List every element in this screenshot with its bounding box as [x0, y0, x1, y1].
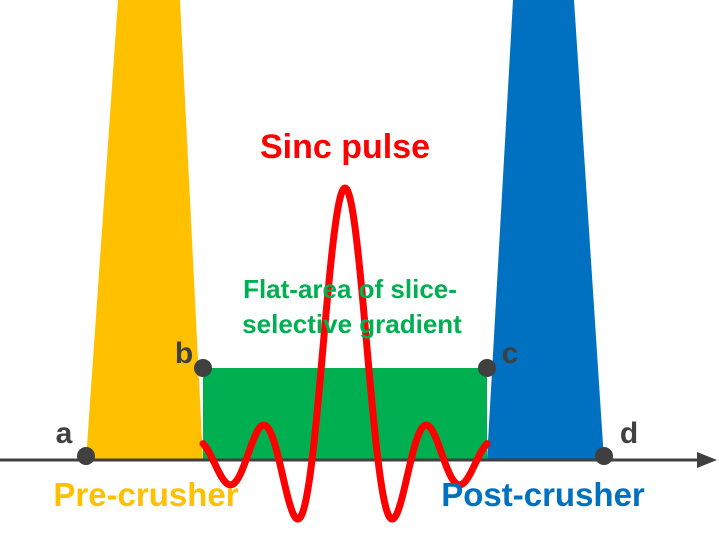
- slice-selective-plateau: [203, 368, 487, 460]
- point-c-label: c: [502, 337, 519, 370]
- post-crusher-label: Post-crusher: [441, 476, 645, 513]
- point-b-marker: [194, 359, 212, 377]
- pre-crusher-label: Pre-crusher: [53, 476, 238, 513]
- point-b-label: b: [175, 337, 193, 370]
- point-a-label: a: [56, 417, 73, 450]
- sinc-pulse-waveform: [199, 184, 491, 523]
- point-d-marker: [595, 447, 613, 465]
- flat-area-label-line2: selective gradient: [242, 309, 462, 339]
- point-a-marker: [77, 447, 95, 465]
- sinc-pulse-label: Sinc pulse: [260, 128, 430, 166]
- point-c-marker: [478, 359, 496, 377]
- point-d-label: d: [620, 417, 638, 450]
- flat-area-label-line1: Flat-area of slice-: [243, 274, 457, 304]
- pre-crusher-shape: [86, 0, 203, 460]
- axis-arrowhead-icon: [697, 452, 717, 468]
- post-crusher-shape: [487, 0, 604, 460]
